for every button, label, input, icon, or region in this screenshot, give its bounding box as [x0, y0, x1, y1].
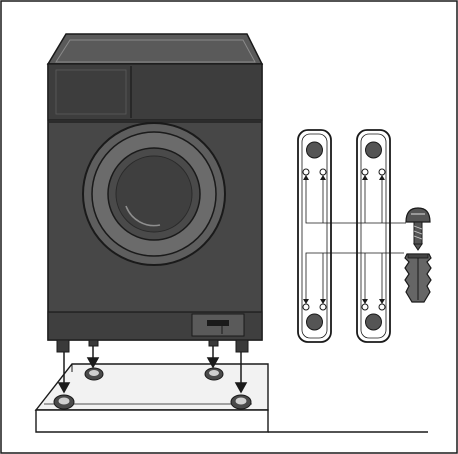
foot-cup-back-right — [204, 367, 224, 381]
leader-arrowheads — [303, 175, 385, 304]
leader-lines — [305, 176, 406, 303]
service-hatch-icon — [191, 313, 245, 337]
foot-cup-front-right — [230, 394, 252, 410]
screw-icon — [405, 207, 431, 251]
wall-plug-icon — [404, 253, 432, 303]
foot-cup-back-left — [84, 367, 104, 381]
door-icon — [82, 122, 226, 266]
foot-cup-front-left — [53, 394, 75, 410]
mounting-bracket-icon — [297, 129, 332, 343]
base-frame-icon — [34, 363, 428, 433]
washing-machine-icon — [46, 33, 264, 353]
arrow-down-icon — [57, 346, 248, 394]
mounting-bracket-icon — [356, 129, 391, 343]
